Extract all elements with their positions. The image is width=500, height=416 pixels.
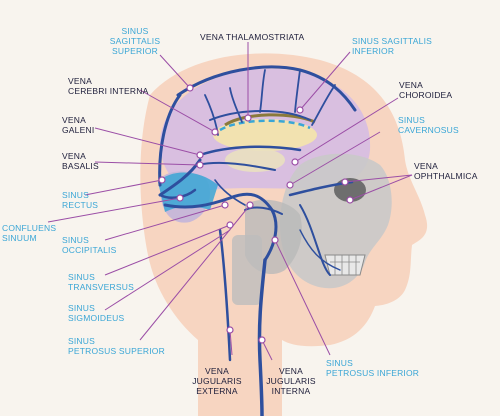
label-vena-basalis: VENA BASALIS — [62, 151, 99, 171]
label-vena-cerebri-interna: VENA CEREBRI INTERNA — [68, 76, 148, 96]
label-vena-ophthalmica: VENA OPHTHALMICA — [414, 161, 478, 181]
label-sinus-transversus: SINUS TRANSVERSUS — [68, 272, 134, 292]
thalamus-area — [225, 148, 285, 172]
label-sinus-cavernosus: SINUS CAVERNOSUS — [398, 115, 459, 135]
label-vena-choroidea: VENA CHOROIDEA — [399, 80, 452, 100]
label-vena-galeni: VENA GALENI — [62, 115, 94, 135]
label-sinus-sigmoideus: SINUS SIGMOIDEUS — [68, 303, 124, 323]
label-vena-jugularis-externa: VENA JUGULARIS EXTERNA — [188, 366, 246, 396]
label-sinus-petrosus-inferior: SINUS PETROSUS INFERIOR — [326, 358, 419, 378]
label-confluens-sinuum: CONFLUENS SINUUM — [2, 223, 56, 243]
label-vena-jugularis-interna: VENA JUGULARIS INTERNA — [262, 366, 320, 396]
label-vena-thalamostriata: VENA THALAMOSTRIATA — [200, 32, 304, 42]
label-sinus-sagittalis-inferior: SINUS SAGITTALIS INFERIOR — [352, 36, 432, 56]
label-sinus-petrosus-superior: SINUS PETROSUS SUPERIOR — [68, 336, 165, 356]
label-sinus-sagittalis-superior: SINUS SAGITTALIS SUPERIOR — [105, 26, 165, 56]
label-sinus-rectus: SINUS RECTUS — [62, 190, 98, 210]
label-sinus-occipitalis: SINUS OCCIPITALIS — [62, 235, 116, 255]
cervical-spine — [232, 235, 262, 305]
